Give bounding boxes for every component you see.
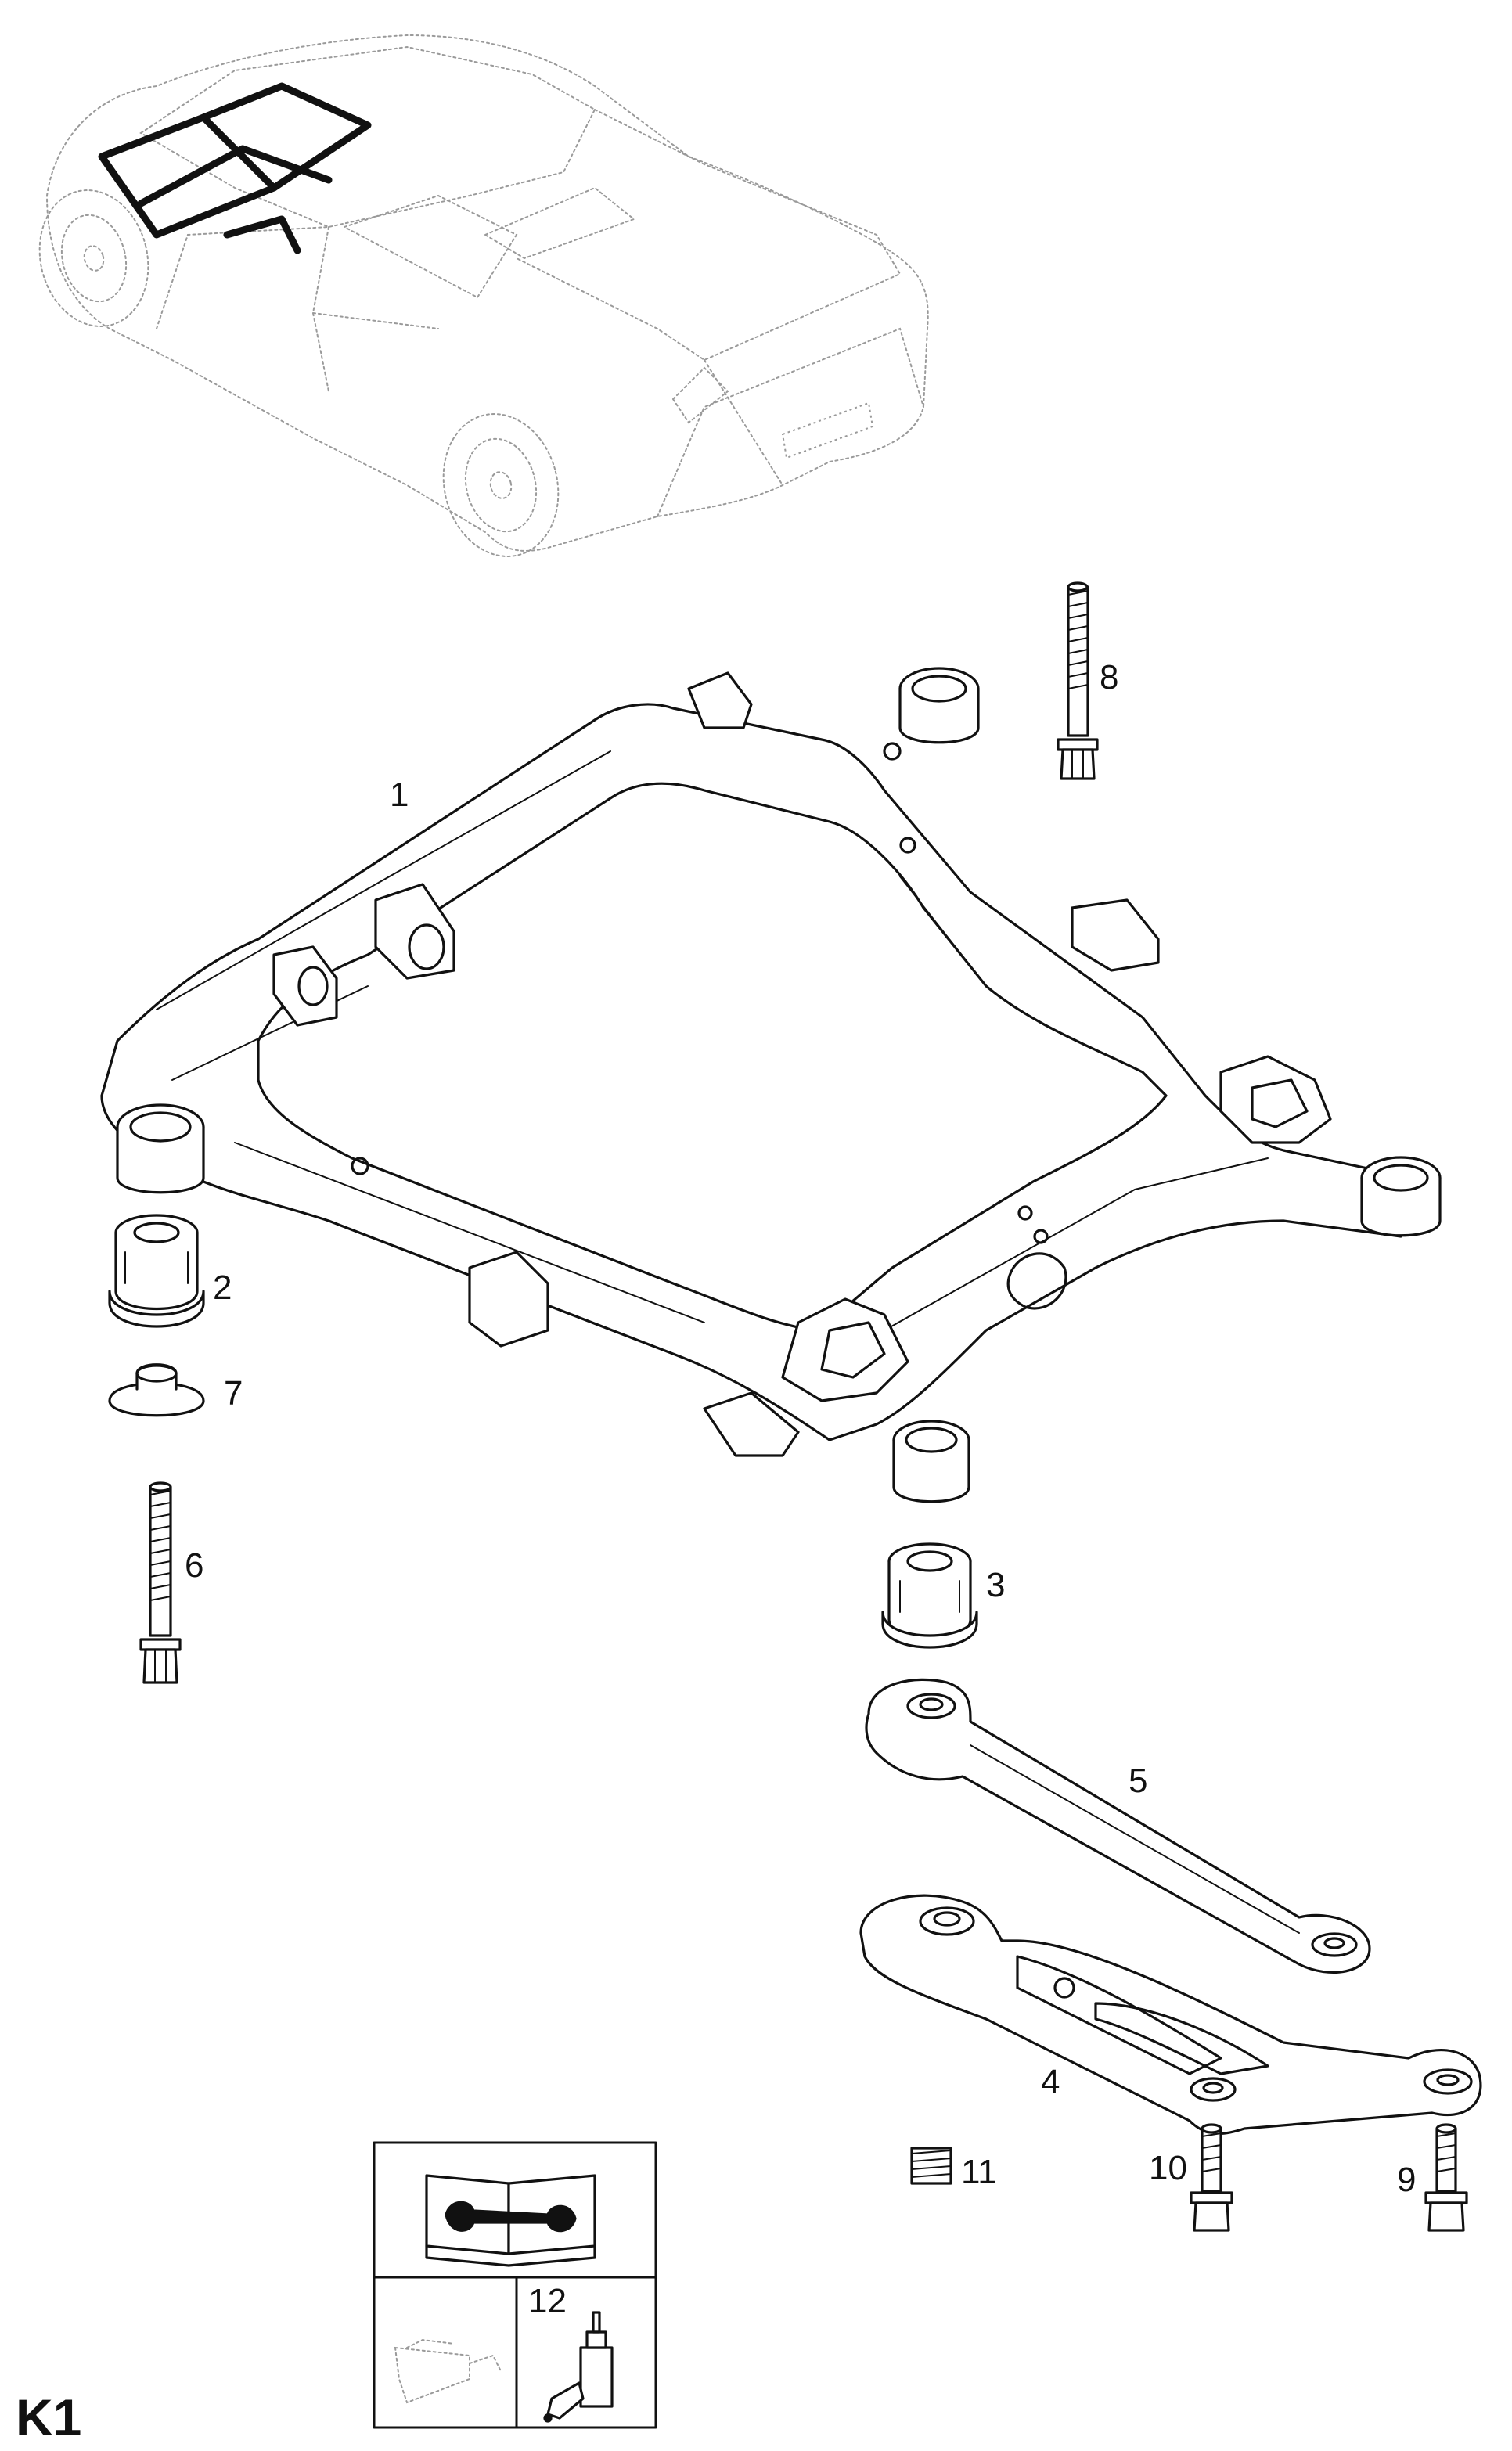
oil-pan-icon	[394, 2338, 502, 2404]
bolt-part-10	[1190, 2123, 1233, 2232]
link-arm-part-5	[865, 1678, 1371, 1974]
bolt-part-8	[1057, 581, 1099, 780]
callout-7: 7	[224, 1374, 243, 1413]
bolt-part-9	[1424, 2123, 1468, 2232]
callout-12: 12	[528, 2282, 567, 2320]
page-label: K1	[16, 2388, 81, 2446]
callout-5: 5	[1129, 1762, 1147, 1800]
callout-10: 10	[1149, 2149, 1187, 2187]
callout-1: 1	[390, 776, 409, 814]
callout-9: 9	[1397, 2161, 1416, 2199]
bolt-part-6	[139, 1481, 182, 1684]
spring-nut-part-11	[910, 2147, 952, 2185]
bushing-part-2	[108, 1214, 205, 1328]
callout-11: 11	[961, 2153, 997, 2191]
repair-manual-icon	[425, 2174, 596, 2267]
bushing-part-3	[881, 1542, 978, 1649]
callout-8: 8	[1100, 658, 1118, 696]
front-subframe-part-1	[100, 667, 1442, 1503]
control-arm-part-4	[859, 1894, 1482, 2136]
callout-2: 2	[213, 1269, 232, 1307]
callout-3: 3	[986, 1566, 1005, 1604]
washer-part-7	[108, 1363, 205, 1417]
sealant-bottle-icon	[543, 2311, 614, 2423]
callout-4: 4	[1041, 2063, 1060, 2101]
service-info-box	[373, 2141, 657, 2429]
vehicle-overview-illustration	[38, 34, 929, 557]
callout-6: 6	[185, 1546, 203, 1585]
